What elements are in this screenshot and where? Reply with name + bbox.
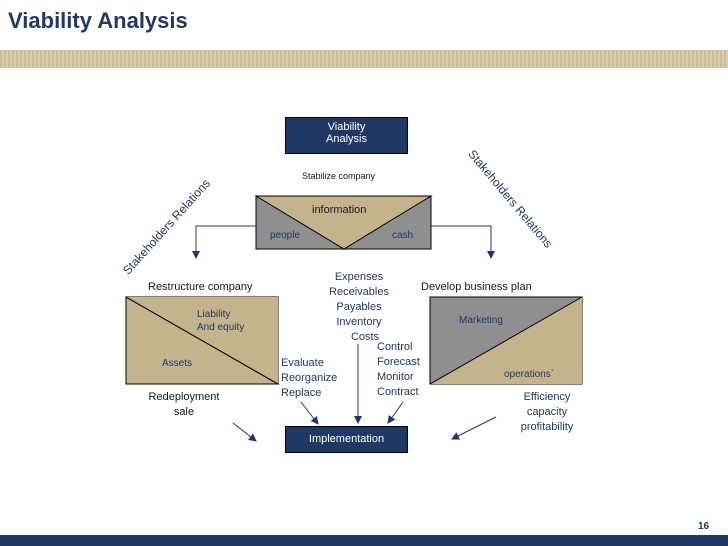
action-monitor: Monitor [377, 371, 414, 383]
information-label: information [312, 204, 367, 216]
efficiency-label: Efficiency capacity profitability [508, 390, 586, 435]
viability-analysis-box: Viability Analysis [285, 117, 408, 154]
footer-band [0, 535, 728, 546]
list-item-costs: Costs [350, 331, 380, 343]
restructure-diagonal [125, 296, 279, 385]
right-hook-arrow [431, 225, 495, 259]
list-item-inventory: Inventory [336, 316, 382, 328]
page-number: 16 [698, 521, 710, 532]
viability-line-2: Analysis [326, 133, 367, 145]
implementation-box: Implementation [285, 426, 408, 453]
action-replace: Replace [281, 387, 322, 399]
information-triangle [254, 195, 433, 250]
liability-line: Liability [197, 309, 231, 320]
list-item-receivables: Receivables [329, 286, 389, 298]
assets-label: Assets [162, 358, 193, 369]
sale-line: sale [173, 406, 195, 418]
redeployment-arrow [232, 422, 257, 442]
develop-business-plan-label: Develop business plan [421, 281, 532, 293]
stabilize-company-label: Stabilize company [302, 171, 376, 181]
action-control: Control [377, 341, 413, 353]
left-actions-list: Evaluate Reorganize Replace [281, 356, 337, 401]
financial-items-list: Expenses Receivables Payables Inventory … [320, 270, 398, 345]
redeployment-line: Redeployment [148, 391, 220, 403]
liability-equity-label: Liability And equity [197, 308, 244, 334]
operations-label: operations` [504, 369, 555, 380]
profitability-line: profitability [520, 421, 574, 433]
left-to-implementation-arrow [300, 401, 319, 425]
people-label: people [270, 230, 301, 241]
right-mid-to-implementation-arrow [387, 401, 404, 424]
action-forecast: Forecast [377, 356, 420, 368]
capacity-line: capacity [526, 406, 568, 418]
list-item-payables: Payables [336, 301, 382, 313]
header-band [0, 50, 728, 68]
cash-label: cash [392, 230, 414, 241]
redeployment-label: Redeployment sale [134, 390, 234, 420]
implementation-label: Implementation [308, 433, 385, 445]
equity-line: And equity [197, 322, 245, 333]
restructure-company-label: Restructure company [148, 281, 253, 293]
right-actions-list: Control Forecast Monitor Contract [377, 340, 420, 400]
list-item-expenses: Expenses [334, 271, 384, 283]
develop-diagonal [429, 296, 583, 385]
action-contract: Contract [377, 386, 419, 398]
action-evaluate: Evaluate [281, 357, 324, 369]
viability-line-1: Viability [327, 121, 366, 133]
left-hook-arrow [192, 225, 256, 259]
efficiency-line: Efficiency [523, 391, 571, 403]
marketing-label: Marketing [459, 315, 503, 326]
action-reorganize: Reorganize [281, 372, 338, 384]
slide-title: Viability Analysis [8, 8, 188, 33]
efficiency-arrow [451, 416, 497, 440]
